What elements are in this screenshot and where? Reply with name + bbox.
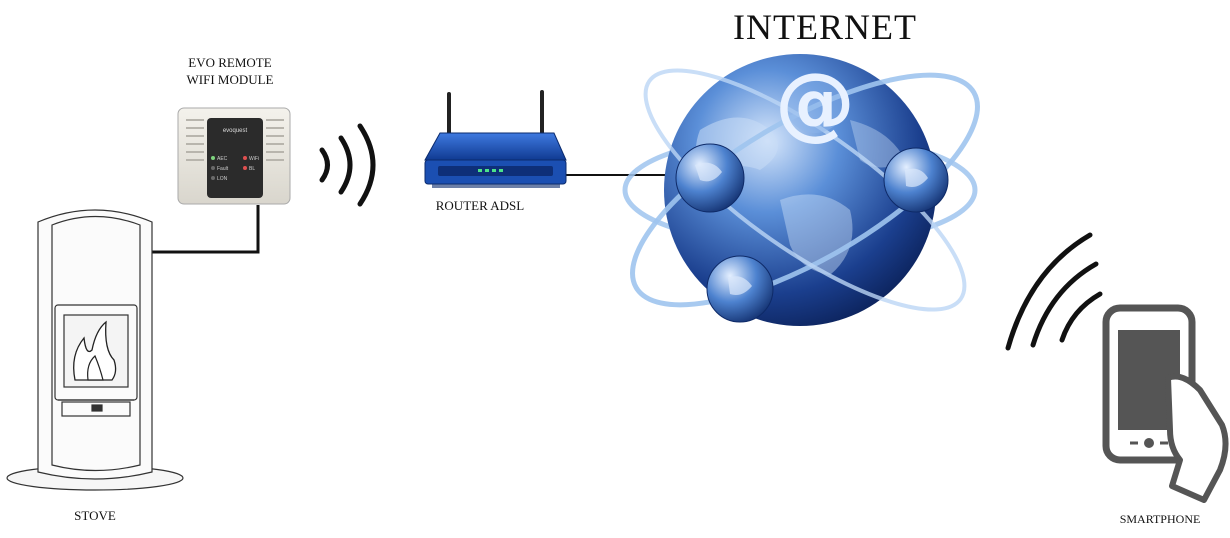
router-device [424, 90, 567, 188]
indicator-label: WiFi [249, 156, 259, 162]
indicator-label: AEC [217, 156, 228, 162]
phone-wifi-signal-icon [1005, 232, 1103, 351]
at-symbol-icon: @ [775, 56, 855, 149]
indicator-label: LON [217, 176, 228, 182]
indicator-label: BL [249, 166, 255, 172]
stove-module-cable [150, 205, 260, 254]
module-brand: evoquest [223, 128, 248, 134]
indicator-label: Fault [217, 166, 229, 172]
smartphone-icon [1102, 304, 1229, 503]
stove-illustration [6, 209, 184, 491]
stove-label: STOVE [74, 508, 116, 523]
internet-globe-icon: @ [622, 54, 980, 326]
wifi-module-label-line2: WIFI MODULE [186, 72, 274, 87]
router-label: ROUTER ADSL [435, 198, 525, 213]
wifi-module-device: evoquest AEC Fault LON WiFi BL [177, 107, 291, 205]
diagram-title: INTERNET [733, 7, 917, 47]
wifi-module-label: EVO REMOTE WIFI MODULE [160, 54, 300, 88]
smartphone-label: SMARTPHONE [1119, 512, 1201, 526]
wifi-module-label-line1: EVO REMOTE [188, 55, 272, 70]
module-wifi-signal-icon [319, 123, 376, 207]
